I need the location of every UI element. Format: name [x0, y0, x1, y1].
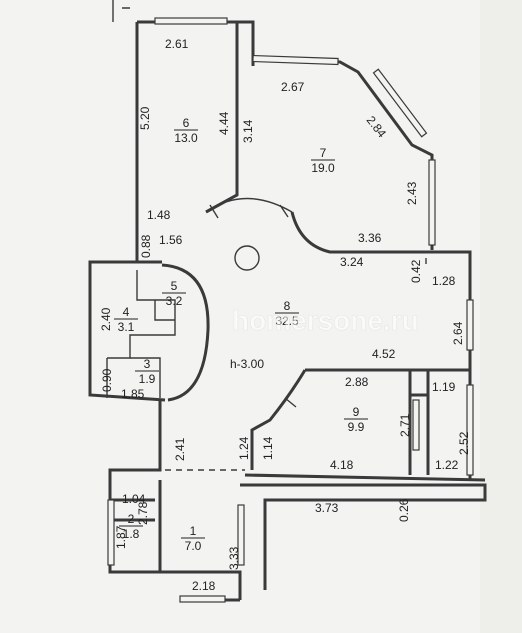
- room-label-6: 613.0: [174, 116, 198, 145]
- dimension-label: 1.19: [432, 380, 456, 394]
- background-ghost-text: [480, 0, 522, 633]
- walls: [88, 0, 487, 602]
- dimension-label: 4.52: [372, 347, 396, 361]
- dimension-label: 1.56: [159, 233, 183, 247]
- dimension-label: 3.73: [315, 501, 339, 515]
- room-number: 7: [320, 146, 327, 160]
- room-number: 2: [128, 512, 135, 526]
- room-label-1: 17.0: [181, 524, 205, 553]
- room-area: 3.1: [118, 320, 135, 334]
- dimension-label: 2.84: [364, 113, 390, 140]
- dimension-label: 4.18: [330, 458, 354, 472]
- dimension-label: 3.24: [340, 255, 364, 269]
- dimension-label: 5.20: [138, 106, 152, 130]
- room-area: 9.9: [348, 420, 365, 434]
- dimension-label: 1.87: [114, 525, 128, 549]
- dimension-label: 0.26: [397, 498, 411, 522]
- dimension-label: 1.48: [147, 208, 171, 222]
- dimension-label: 2.61: [165, 37, 189, 51]
- room-area: 19.0: [311, 161, 335, 175]
- dimension-label: 2.88: [345, 375, 369, 389]
- dimension-labels: 2.61 5.20 4.44 3.14 2.67 2.84 2.43 1.48 1.56 0.88…: [99, 37, 471, 593]
- dimension-label: 2.41: [173, 437, 187, 461]
- windows: [107, 17, 474, 603]
- room-label-7: 719.0: [311, 146, 335, 175]
- room-label-3: 31.9: [135, 357, 159, 386]
- dimension-label: 1.22: [435, 458, 459, 472]
- column-circle: [234, 245, 260, 271]
- room-area: 3.2: [166, 294, 183, 308]
- door-arcs: [205, 197, 427, 408]
- dimension-label: 2.43: [405, 181, 419, 205]
- room-number: 5: [171, 279, 178, 293]
- room-area: 13.0: [174, 131, 198, 145]
- room-label-8: 832.5: [275, 299, 299, 328]
- room-label-4: 43.1: [114, 305, 138, 334]
- room-number: 8: [284, 299, 291, 313]
- dimension-label: 3.36: [358, 231, 382, 245]
- dimension-label: 2.64: [451, 321, 465, 345]
- dimension-label: 0.90: [100, 368, 114, 392]
- dimension-label: 0.42: [409, 259, 423, 283]
- room-number: 4: [123, 305, 130, 319]
- dimension-label: 2.40: [99, 307, 113, 331]
- dimension-label: 0.88: [139, 234, 153, 258]
- dimension-label: 3.14: [241, 119, 255, 143]
- room-area: 1.9: [139, 372, 156, 386]
- room-area: 32.5: [275, 314, 299, 328]
- room-area: 7.0: [185, 539, 202, 553]
- room-number: 6: [183, 116, 190, 130]
- room-labels: 613.0 719.0 832.5 43.1 53.2 31.9 99.9 17.0 21.8: [114, 116, 368, 553]
- dimension-label: 3.33: [227, 546, 241, 570]
- dimension-label: 2.18: [192, 579, 216, 593]
- dimension-label: 1.04: [122, 492, 146, 506]
- dimension-label: 1.14: [261, 436, 275, 460]
- room-label-5: 53.2: [162, 279, 186, 308]
- watermark: homersone.ru: [232, 305, 419, 336]
- dimension-label: 2.52: [457, 431, 471, 455]
- dimension-label: 1.85: [121, 387, 145, 401]
- dimension-label: 1.28: [432, 274, 456, 288]
- dimension-label: 4.44: [217, 111, 231, 135]
- dimension-label: 1.24: [237, 436, 251, 460]
- room-label-9: 99.9: [344, 405, 368, 434]
- room-area: 1.8: [123, 527, 140, 541]
- room-number: 3: [144, 357, 151, 371]
- ceiling-height-label: h-3.00: [230, 357, 264, 371]
- room-number: 9: [353, 405, 360, 419]
- room-label-2: 21.8: [119, 512, 143, 541]
- dimension-label: 2.78: [136, 501, 150, 525]
- dimension-label: 2.71: [398, 413, 412, 437]
- room-number: 1: [190, 524, 197, 538]
- dimension-label: 2.67: [281, 80, 305, 94]
